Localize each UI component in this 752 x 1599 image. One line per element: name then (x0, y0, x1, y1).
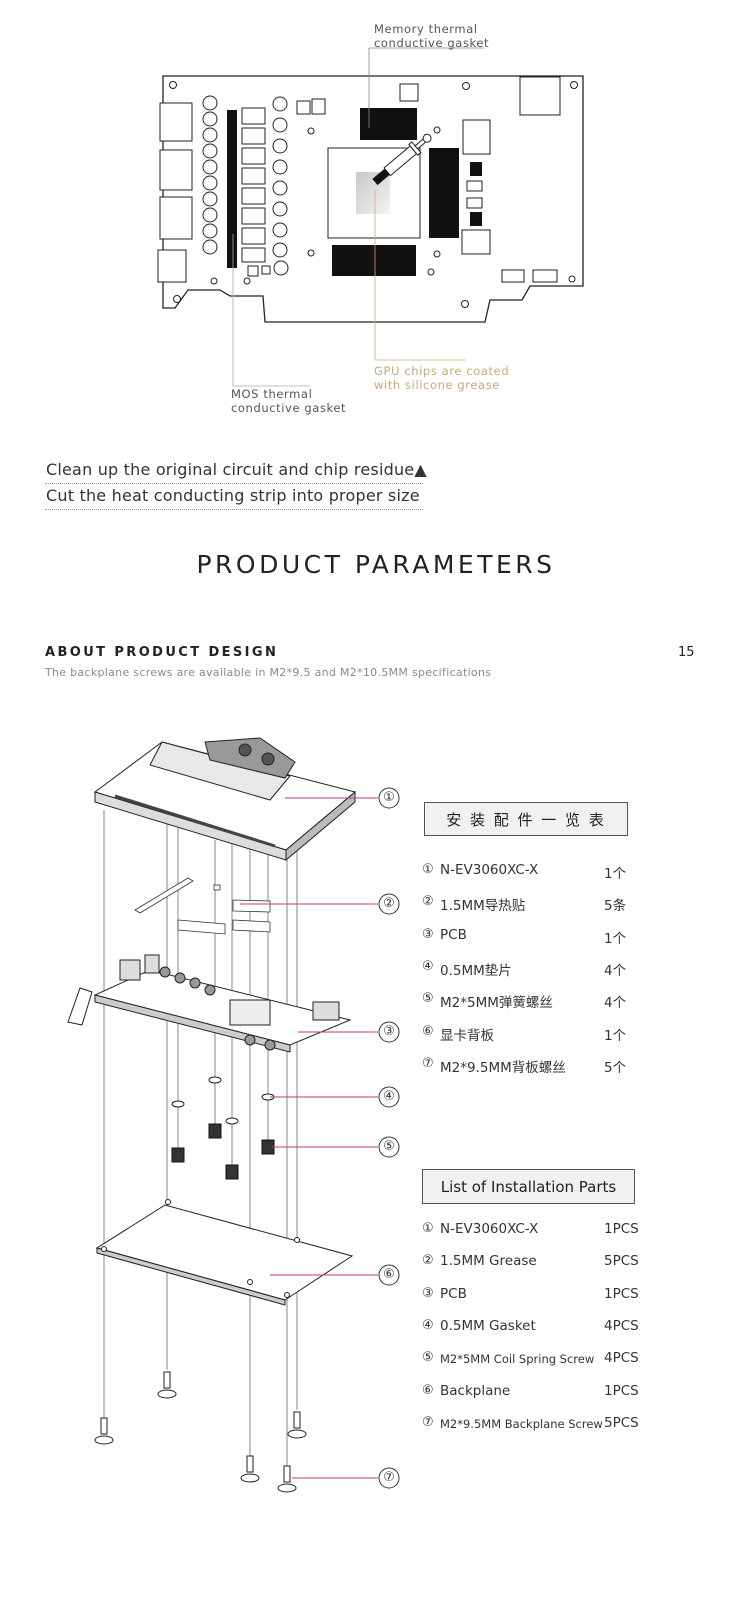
item-number: ⑤ (422, 991, 434, 1007)
list-item: ③ PCB 1PCS (422, 1286, 662, 1306)
spring-screws (171, 1123, 275, 1180)
memory-gasket-callout: Memory thermal conductive gasket (374, 22, 489, 50)
item-name: 0.5MM Gasket (440, 1317, 536, 1334)
list-item: ④ 0.5MM Gasket 4PCS (422, 1318, 662, 1338)
parts-table-cn-title: 安 装 配 件 一 览 表 (424, 802, 628, 836)
item-name: 1.5MM Grease (440, 1253, 537, 1270)
callout-line: conductive gasket (231, 401, 347, 415)
marker-4: ④ (383, 1089, 395, 1104)
divider (45, 509, 423, 510)
item-name: N-EV3060XC-X (440, 862, 539, 878)
item-quantity: 1个 (604, 930, 627, 947)
callout-line: conductive gasket (374, 36, 490, 50)
washers (171, 1076, 275, 1125)
item-number: ① (422, 862, 434, 877)
about-subtitle: The backplane screws are available in M2… (45, 666, 492, 679)
marker-2: ② (383, 896, 395, 911)
grease-syringe (372, 133, 432, 186)
item-number: ② (422, 894, 434, 910)
item-quantity: 5PCS (604, 1414, 639, 1431)
item-name: M2*5MM弹簧螺丝 (440, 995, 553, 1012)
item-quantity: 5PCS (604, 1253, 639, 1270)
item-quantity: 4PCS (604, 1317, 639, 1334)
item-name: M2*9.5MM背板螺丝 (440, 1059, 566, 1076)
parts-table-en-title: List of Installation Parts (422, 1169, 635, 1204)
item-number: ⑦ (422, 1414, 434, 1430)
item-quantity: 5条 (604, 898, 627, 915)
note-clean-up: Clean up the original circuit and chip r… (46, 460, 427, 479)
marker-1: ① (383, 790, 395, 805)
mos-strip (227, 110, 237, 268)
item-quantity: 1PCS (604, 1221, 639, 1237)
page-number: 15 (678, 645, 695, 660)
list-item: ⑥ Backplane 1PCS (422, 1383, 662, 1403)
item-number: ③ (422, 926, 434, 942)
list-item: ⑤ M2*5MM Coil Spring Screw 4PCS (422, 1350, 662, 1370)
item-name: 显卡背板 (440, 1027, 494, 1044)
marker-3: ③ (383, 1024, 395, 1039)
callout-line: GPU chips are coated (374, 364, 510, 378)
item-quantity: 1个 (604, 866, 627, 882)
item-name: PCB (440, 1285, 467, 1302)
item-quantity: 4PCS (604, 1350, 639, 1367)
item-number: ③ (422, 1285, 434, 1301)
item-number: ④ (422, 1317, 434, 1333)
marker-5: ⑤ (383, 1139, 395, 1154)
section-title: PRODUCT PARAMETERS (196, 550, 556, 579)
list-item: ⑥ 显卡背板 1个 (422, 1024, 662, 1044)
backplane (95, 1199, 354, 1306)
marker-6: ⑥ (383, 1267, 395, 1282)
assembly-diagram (67, 737, 400, 1493)
callout-line: with silicone grease (374, 378, 500, 392)
item-name: M2*5MM Coil Spring Screw (440, 1352, 595, 1367)
list-item: ① N-EV3060XC-X 1PCS (422, 1221, 662, 1241)
list-item: ① N-EV3060XC-X 1个 (422, 862, 662, 882)
item-number: ⑥ (422, 1023, 434, 1039)
item-name: 1.5MM导热贴 (440, 898, 526, 915)
item-quantity: 1个 (604, 1027, 627, 1044)
list-item: ③ PCB 1个 (422, 927, 662, 947)
item-number: ④ (422, 958, 434, 974)
list-item: ② 1.5MM Grease 5PCS (422, 1253, 662, 1273)
mos-gasket-callout: MOS thermal conductive gasket (231, 387, 346, 415)
item-name: 0.5MM垫片 (440, 962, 512, 979)
thermal-pads (134, 877, 271, 935)
item-number: ⑦ (422, 1055, 434, 1071)
waterblock (93, 737, 357, 862)
item-number: ① (422, 1221, 434, 1236)
callout-line: MOS thermal (231, 387, 313, 401)
pcb-diagram (157, 47, 584, 387)
item-quantity: 4个 (604, 995, 627, 1012)
note-text: Clean up the original circuit and chip r… (46, 460, 415, 479)
list-item: ⑦ M2*9.5MM背板螺丝 5个 (422, 1056, 662, 1076)
callout-line: Memory thermal (374, 22, 478, 36)
item-quantity: 1PCS (604, 1285, 639, 1302)
about-title: ABOUT PRODUCT DESIGN (45, 645, 279, 660)
note-cut-strip: Cut the heat conducting strip into prope… (46, 486, 420, 505)
list-item: ⑤ M2*5MM弹簧螺丝 4个 (422, 991, 662, 1011)
pcb (67, 954, 352, 1053)
item-name: PCB (440, 926, 467, 943)
item-quantity: 5个 (604, 1059, 627, 1076)
item-number: ② (422, 1253, 434, 1269)
item-number: ⑥ (422, 1382, 434, 1398)
item-quantity: 4个 (604, 962, 627, 979)
backplane-screws (94, 1371, 307, 1493)
item-name: M2*9.5MM Backplane Screw (440, 1416, 603, 1431)
divider (45, 483, 423, 484)
item-quantity: 1PCS (604, 1382, 639, 1399)
item-name: Backplane (440, 1382, 511, 1399)
list-item: ④ 0.5MM垫片 4个 (422, 959, 662, 979)
gpu-grease-callout: GPU chips are coated with silicone greas… (374, 364, 509, 392)
triangle-icon: ▲ (414, 460, 427, 479)
marker-7: ⑦ (383, 1470, 395, 1485)
item-number: ⑤ (422, 1350, 434, 1366)
item-name: N-EV3060XC-X (440, 1221, 539, 1237)
list-item: ② 1.5MM导热贴 5条 (422, 894, 662, 914)
